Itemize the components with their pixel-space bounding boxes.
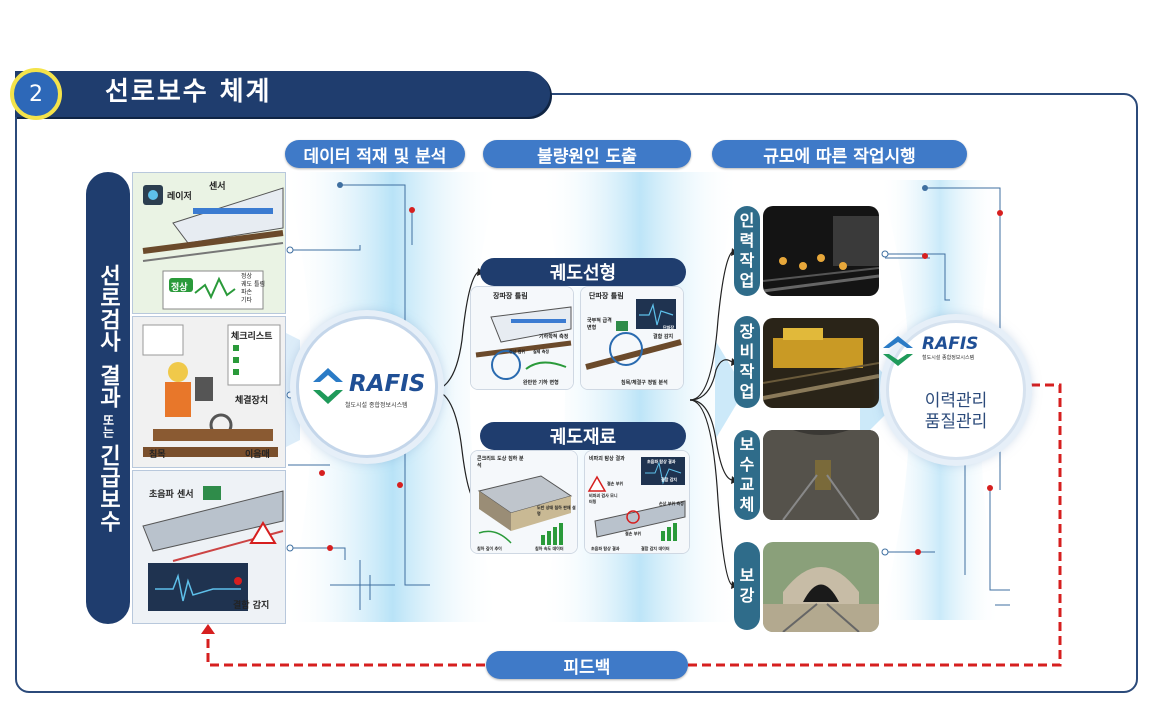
photo-equipment-work xyxy=(763,318,879,408)
history-management-label: 이력관리 xyxy=(919,391,993,412)
fastener-label: 체결장치 xyxy=(235,393,268,406)
defect-detect-label: 결함 감지 xyxy=(233,598,269,611)
long-wave-card: 장파장 틀림 기하학적 측정 정상 범위 실제 측정 완만한 기하 변형 xyxy=(470,286,574,390)
ultrasonic-sensor-label: 초음파 센서 xyxy=(149,487,194,500)
rafis-hub: RAFIS 철도시설 종합정보시스템 xyxy=(296,316,438,458)
feedback-label: 피드백 xyxy=(486,651,688,679)
inspection-panel-ultrasonic: 초음파 센서 결함 감지 xyxy=(132,470,286,624)
photo-replacement-work xyxy=(763,430,879,520)
track-material-header: 궤도재료 xyxy=(480,422,686,450)
laser-label: 레이저 xyxy=(167,189,192,202)
section-data-analysis: 데이터 적재 및 분석 xyxy=(285,140,465,168)
rafis-logo-icon-small xyxy=(880,334,918,368)
rafis-logo-text-small: RAFIS xyxy=(922,334,978,354)
checklist-label: 체크리스트 xyxy=(231,329,272,342)
inspection-panel-sensor: 레이저 센서 정상 정상 궤도 틀림 파손 기타 xyxy=(132,172,286,314)
rail-ndt-card: 비파괴 탐상 결과 초음파 탐상 결과 결함 감지 절손 부위 비파괴 검사 모… xyxy=(584,450,690,554)
section-scaled-work: 규모에 따른 작업시행 xyxy=(712,140,967,168)
sensor-label: 센서 xyxy=(209,179,226,192)
short-wave-card: 단파장 틀림 국부적 급격 변형 결함 감지 단파장 침목/체결구 정밀 분석 xyxy=(580,286,684,390)
rafis-subtitle: 철도시설 종합정보시스템 xyxy=(345,400,408,409)
track-geometry-header: 궤도선형 xyxy=(480,258,686,286)
sleeper-label: 침목 xyxy=(149,447,166,460)
section-cause-derivation: 불량원인 도출 xyxy=(483,140,691,168)
rafis-subtitle-small: 철도시설 종합정보시스템 xyxy=(922,354,974,361)
photo-reinforcement-work xyxy=(763,542,879,632)
rafis-logo-icon xyxy=(311,364,345,408)
photo-manual-work xyxy=(763,206,879,296)
quality-management-label: 품질관리 xyxy=(919,412,993,433)
concrete-ballast-card: 콘크리트 도상 침하 분석 도반 상태 침하 판재 설명 침하 깊이 추이 침하… xyxy=(470,450,578,554)
rafis-logo-text: RAFIS xyxy=(349,371,425,397)
inspection-result-label: 선로검사 결과 또는 긴급보수 xyxy=(86,172,130,624)
joint-label: 이음매 xyxy=(245,447,270,460)
inspection-panel-manual: 체크리스트 체결장치 침목 이음매 xyxy=(132,316,286,468)
normal-badge: 정상 xyxy=(171,280,188,293)
